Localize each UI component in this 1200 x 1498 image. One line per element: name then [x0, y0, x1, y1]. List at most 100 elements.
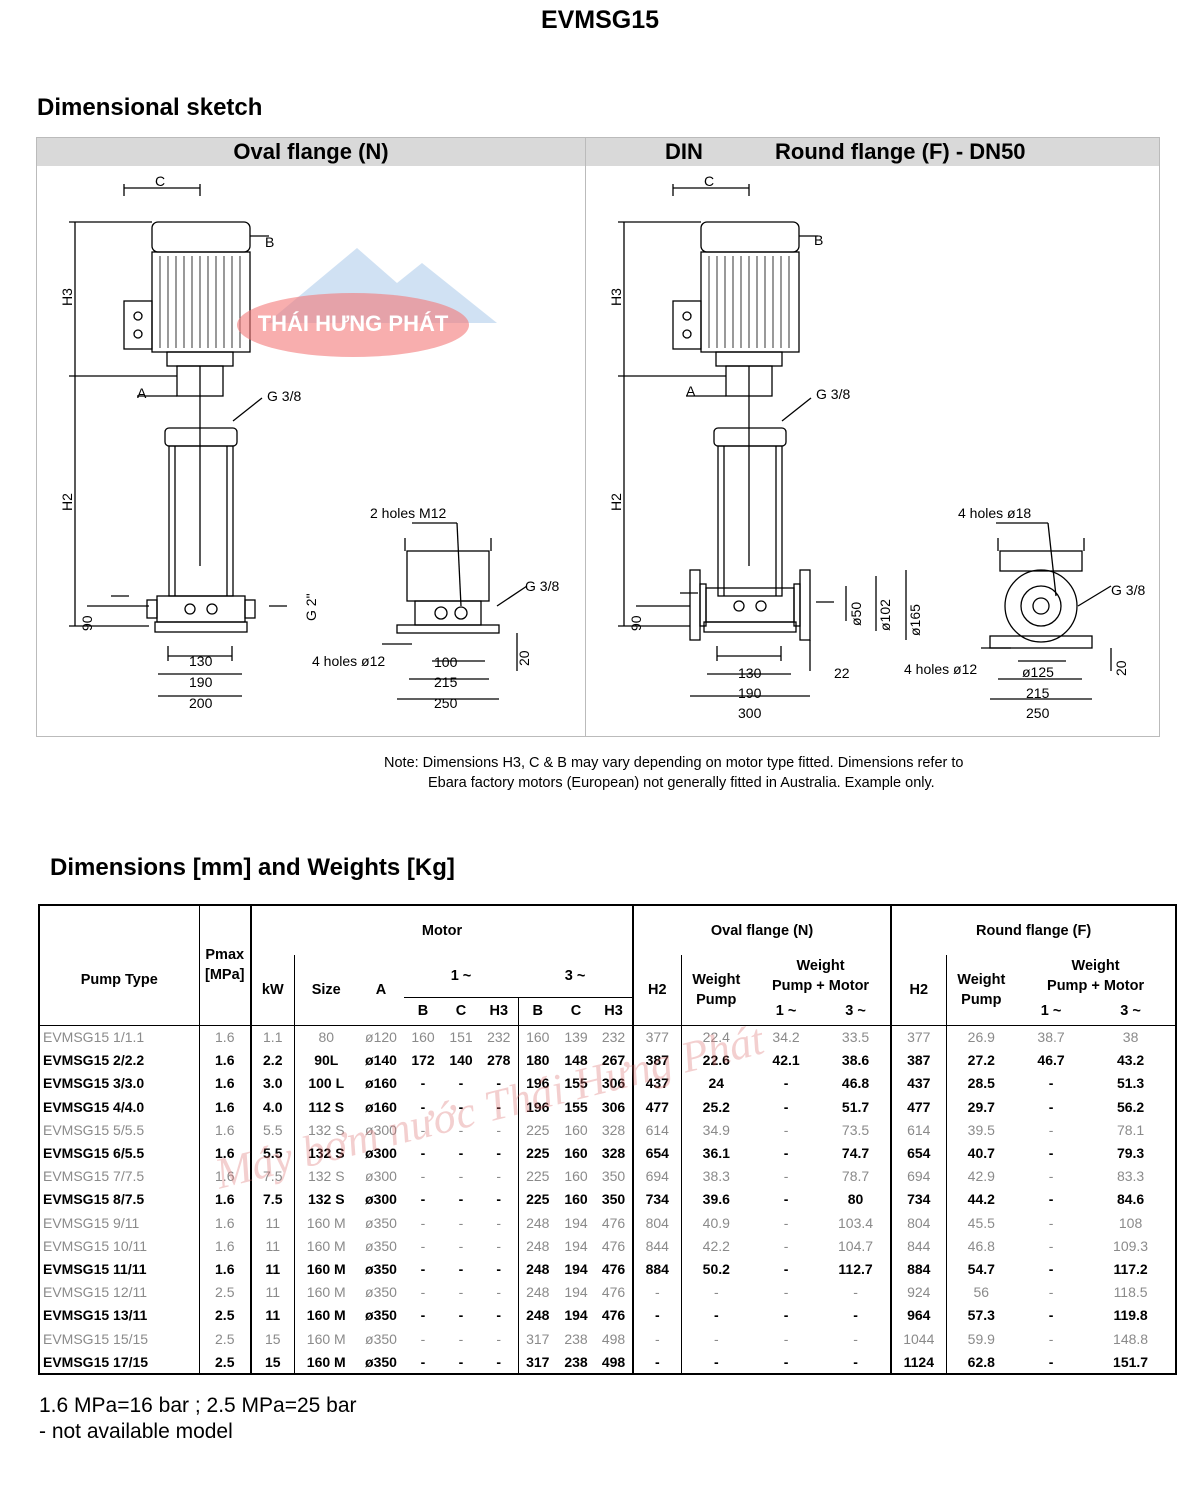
table-cell: 119.8: [1113, 1307, 1148, 1324]
table-cell: 884: [633, 1257, 682, 1281]
th-round-h2: H2: [891, 955, 947, 1025]
table-cell: -: [458, 1260, 464, 1277]
table-cell: 39.5: [967, 1121, 995, 1138]
table-cell: -: [1048, 1260, 1054, 1277]
table-cell: 26.9: [946, 1024, 1017, 1049]
table-cell: -: [458, 1237, 464, 1254]
cell-pump-type: EVMSG15 3/3.0: [39, 1071, 200, 1096]
table-cell: ø300: [365, 1168, 397, 1185]
table-cell: 160: [564, 1145, 588, 1162]
table-cell: 42.1: [772, 1052, 800, 1069]
table-cell: 225: [526, 1168, 550, 1185]
table-cell: 46.8: [967, 1237, 995, 1254]
table-cell: 1.6: [199, 1141, 252, 1165]
table-cell: 1.1: [251, 1024, 295, 1049]
table-cell: 476: [595, 1257, 635, 1281]
table-cell: 139: [557, 1024, 595, 1049]
table-cell: 160 M: [306, 1237, 346, 1254]
table-cell: -: [783, 1330, 789, 1347]
table-cell: 267: [595, 1048, 635, 1072]
table-cell: 15: [251, 1350, 295, 1375]
table-cell: -: [480, 1280, 519, 1304]
table-cell: 160: [564, 1168, 588, 1185]
table-cell: -: [1048, 1098, 1054, 1115]
table-cell: 2.5: [199, 1350, 252, 1375]
cell-pump-type: EVMSG15 6/5.5: [39, 1141, 200, 1165]
table-cell: 132 S: [307, 1191, 345, 1208]
table-cell: -: [821, 1326, 893, 1351]
table-cell: -: [1048, 1353, 1054, 1370]
table-cell: 437: [633, 1071, 682, 1096]
table-cell: 614: [891, 1118, 947, 1142]
table-cell: -: [633, 1303, 682, 1327]
cell-pump-type: EVMSG15 10/11: [39, 1234, 200, 1258]
table-cell: 80: [821, 1187, 893, 1211]
oval-dim-90: 90: [79, 615, 95, 631]
table-cell: 132 S: [307, 1168, 345, 1185]
table-cell: -: [420, 1191, 426, 1208]
table-cell: 38.6: [821, 1048, 893, 1072]
cell-pump-type: EVMSG15 2/2.2: [39, 1048, 200, 1072]
table-cell: -: [783, 1145, 789, 1162]
table-cell: 2.5: [199, 1280, 252, 1304]
table-cell: 1124: [891, 1350, 947, 1375]
table-cell: -: [480, 1187, 519, 1211]
table-cell: 1.6: [199, 1257, 252, 1281]
table-cell: 160 M: [306, 1284, 346, 1301]
table-cell: -: [783, 1075, 789, 1092]
table-cell: -: [420, 1121, 426, 1138]
cell-pump-type: EVMSG15 17/15: [39, 1350, 200, 1375]
table-cell: ø350: [365, 1307, 397, 1324]
table-cell: 57.3: [967, 1307, 995, 1324]
table-cell: 34.2: [751, 1024, 822, 1049]
table-cell: -: [480, 1071, 519, 1096]
th-motor-3ph: 3 ~: [518, 955, 635, 997]
table-cell: -: [420, 1075, 426, 1092]
table-cell: 80: [294, 1024, 358, 1049]
table-cell: -: [420, 1353, 426, 1370]
note: Note: Dimensions H3, C & B may vary depe…: [384, 753, 963, 793]
table-cell: -: [783, 1237, 789, 1254]
th-3ph-h3: H3: [595, 996, 635, 1025]
oval-flange-header: Oval flange (N): [37, 138, 585, 166]
round-dim-250: 250: [1026, 705, 1050, 721]
table-cell: 25.2: [702, 1098, 730, 1115]
table-cell: 1.6: [199, 1071, 252, 1096]
table-cell: 51.3: [1116, 1075, 1145, 1092]
table-cell: 1.6: [199, 1024, 252, 1049]
table-cell: 160 M: [306, 1330, 346, 1347]
oval-dim-a: A: [137, 385, 147, 401]
table-cell: 44.2: [967, 1191, 995, 1208]
table-cell: 46.7: [1037, 1052, 1065, 1069]
th-round-weight-pump: Weight Pump: [957, 971, 1006, 1008]
table-cell: 476: [595, 1211, 635, 1235]
oval-dim-b: B: [265, 234, 274, 250]
table-cell: -: [713, 1284, 719, 1301]
table-cell: -: [458, 1075, 464, 1092]
table-cell: -: [713, 1353, 719, 1370]
table-cell: 117.2: [1113, 1260, 1148, 1277]
cell-pump-type: EVMSG15 4/4.0: [39, 1095, 200, 1119]
table-cell: 306: [595, 1095, 635, 1119]
table-cell: -: [458, 1214, 464, 1231]
cell-pump-type: EVMSG15 5/5.5: [39, 1118, 200, 1142]
table-cell: -: [783, 1098, 789, 1115]
table-cell: 33.5: [821, 1024, 893, 1049]
table-cell: -: [480, 1303, 519, 1327]
table-cell: -: [1048, 1284, 1054, 1301]
table-cell: 2.2: [251, 1048, 295, 1072]
table-cell: 78.1: [1116, 1121, 1145, 1138]
table-cell: 160: [564, 1121, 588, 1138]
din-label: DIN: [665, 139, 703, 164]
th-1ph-c: C: [442, 996, 480, 1025]
table-cell: 377: [633, 1024, 682, 1049]
table-cell: 34.9: [702, 1121, 730, 1138]
table-cell: 734: [891, 1187, 947, 1211]
table-cell: 132 S: [307, 1121, 345, 1138]
round-dim-h3: H3: [608, 288, 624, 306]
table-cell: -: [420, 1168, 426, 1185]
table-cell: 248: [526, 1307, 550, 1324]
